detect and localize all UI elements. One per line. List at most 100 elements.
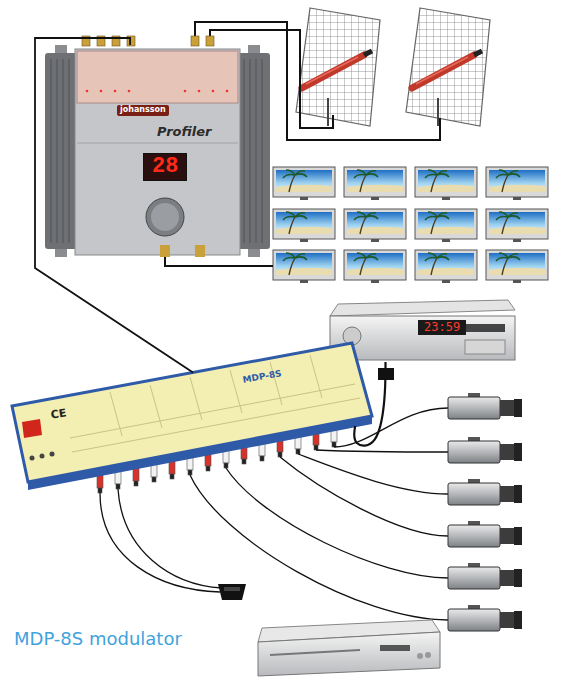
illustration	[448, 393, 522, 419]
rca-plug	[97, 475, 103, 488]
illustration	[415, 209, 477, 242]
modulator-board	[12, 343, 372, 482]
amplifier-chassis	[212, 90, 215, 93]
amplifier-chassis	[100, 90, 103, 93]
illustration	[448, 563, 522, 589]
illustration	[273, 209, 335, 242]
modulator-board	[30, 456, 35, 461]
amplifier-chassis	[45, 45, 270, 257]
modulator-board	[40, 454, 45, 459]
modulator-board	[22, 419, 42, 438]
cable-connector	[354, 362, 385, 446]
amplifier-chassis	[151, 203, 179, 231]
dvd-player	[380, 645, 410, 651]
dvd-player	[258, 632, 440, 676]
modulator-board	[110, 355, 322, 436]
coax-cable	[165, 257, 273, 266]
dvd-player	[258, 620, 440, 676]
device-caption: MDP-8S modulator	[14, 628, 182, 649]
illustration	[273, 250, 335, 283]
illustration	[344, 167, 406, 200]
illustration	[273, 167, 335, 200]
amplifier-chassis	[86, 90, 229, 93]
grid-antenna	[296, 8, 380, 126]
illustration	[448, 521, 522, 547]
dvd-player	[425, 652, 431, 658]
amplifier-chassis	[226, 90, 229, 93]
rca-plug	[116, 484, 120, 489]
scart-plug	[224, 587, 240, 591]
amplifier-chassis	[77, 143, 238, 144]
amplifier-chassis	[198, 90, 201, 93]
rca-plug	[170, 474, 174, 479]
rca-plug	[169, 461, 175, 474]
display-digits: 28	[152, 154, 178, 180]
video-cable	[118, 489, 222, 588]
illustration	[486, 250, 548, 283]
amplifier-chassis	[160, 245, 170, 257]
dvd-player	[270, 650, 360, 655]
rca-plug	[314, 445, 318, 450]
scart-plug	[218, 584, 246, 600]
amplifier-chassis	[146, 198, 184, 236]
brand-logo: johansson	[117, 105, 169, 116]
rca-plug	[134, 481, 138, 486]
amplifier-chassis	[114, 90, 117, 93]
amplifier-box: johanssonProfiler 28	[45, 45, 270, 257]
amplifier-chassis	[75, 49, 240, 255]
video-cable	[280, 457, 448, 536]
amplifier-chassis	[51, 59, 69, 243]
video-cable	[298, 454, 448, 494]
illustration	[486, 167, 548, 200]
f-connector	[82, 36, 90, 46]
illustration	[344, 209, 406, 242]
modulator-board	[70, 384, 360, 452]
receiver-body	[465, 340, 505, 354]
grid-antenna	[406, 8, 490, 126]
f-connector	[97, 36, 105, 46]
receiver-body	[330, 300, 515, 316]
amplifier-chassis	[195, 245, 205, 257]
amplifier-chassis	[238, 53, 270, 249]
video-cable	[100, 493, 220, 592]
amplifier-chassis	[86, 90, 89, 93]
rca-plug	[188, 470, 192, 475]
rca-plug	[296, 449, 300, 454]
illustration	[448, 605, 522, 631]
amplifier-chassis	[244, 59, 262, 243]
rca-plug	[260, 456, 264, 461]
rca-plug	[332, 442, 336, 447]
rca-plug	[206, 466, 210, 471]
f-connector	[82, 36, 214, 46]
video-cable	[226, 468, 448, 578]
modulator-board	[28, 416, 372, 490]
illustration	[344, 250, 406, 283]
cable-connector	[35, 38, 193, 373]
modulator-box: MDP-8SCE	[10, 340, 376, 492]
channel-display: 28	[143, 153, 187, 181]
video-cable	[190, 475, 448, 620]
amplifier-chassis	[77, 51, 238, 103]
illustration	[415, 167, 477, 200]
scart-plug	[378, 368, 394, 380]
f-connector	[191, 36, 199, 46]
illustration	[448, 479, 522, 505]
f-connector	[127, 36, 135, 46]
amplifier-chassis	[45, 53, 77, 249]
model-name: Profiler	[157, 125, 211, 139]
dvd-player	[417, 653, 423, 659]
illustration	[448, 437, 522, 463]
rca-plug	[133, 468, 139, 481]
illustration	[486, 209, 548, 242]
modulator-board	[50, 452, 55, 457]
rca-plug	[242, 459, 246, 464]
amplifier-chassis	[184, 90, 187, 93]
rca-plug	[98, 488, 102, 493]
video-cable	[316, 450, 448, 452]
receiver-body	[330, 316, 515, 360]
rca-plug	[152, 477, 156, 482]
amplifier-chassis	[128, 90, 131, 93]
clock-display: 23:59	[418, 320, 466, 335]
rca-plug	[278, 452, 282, 457]
